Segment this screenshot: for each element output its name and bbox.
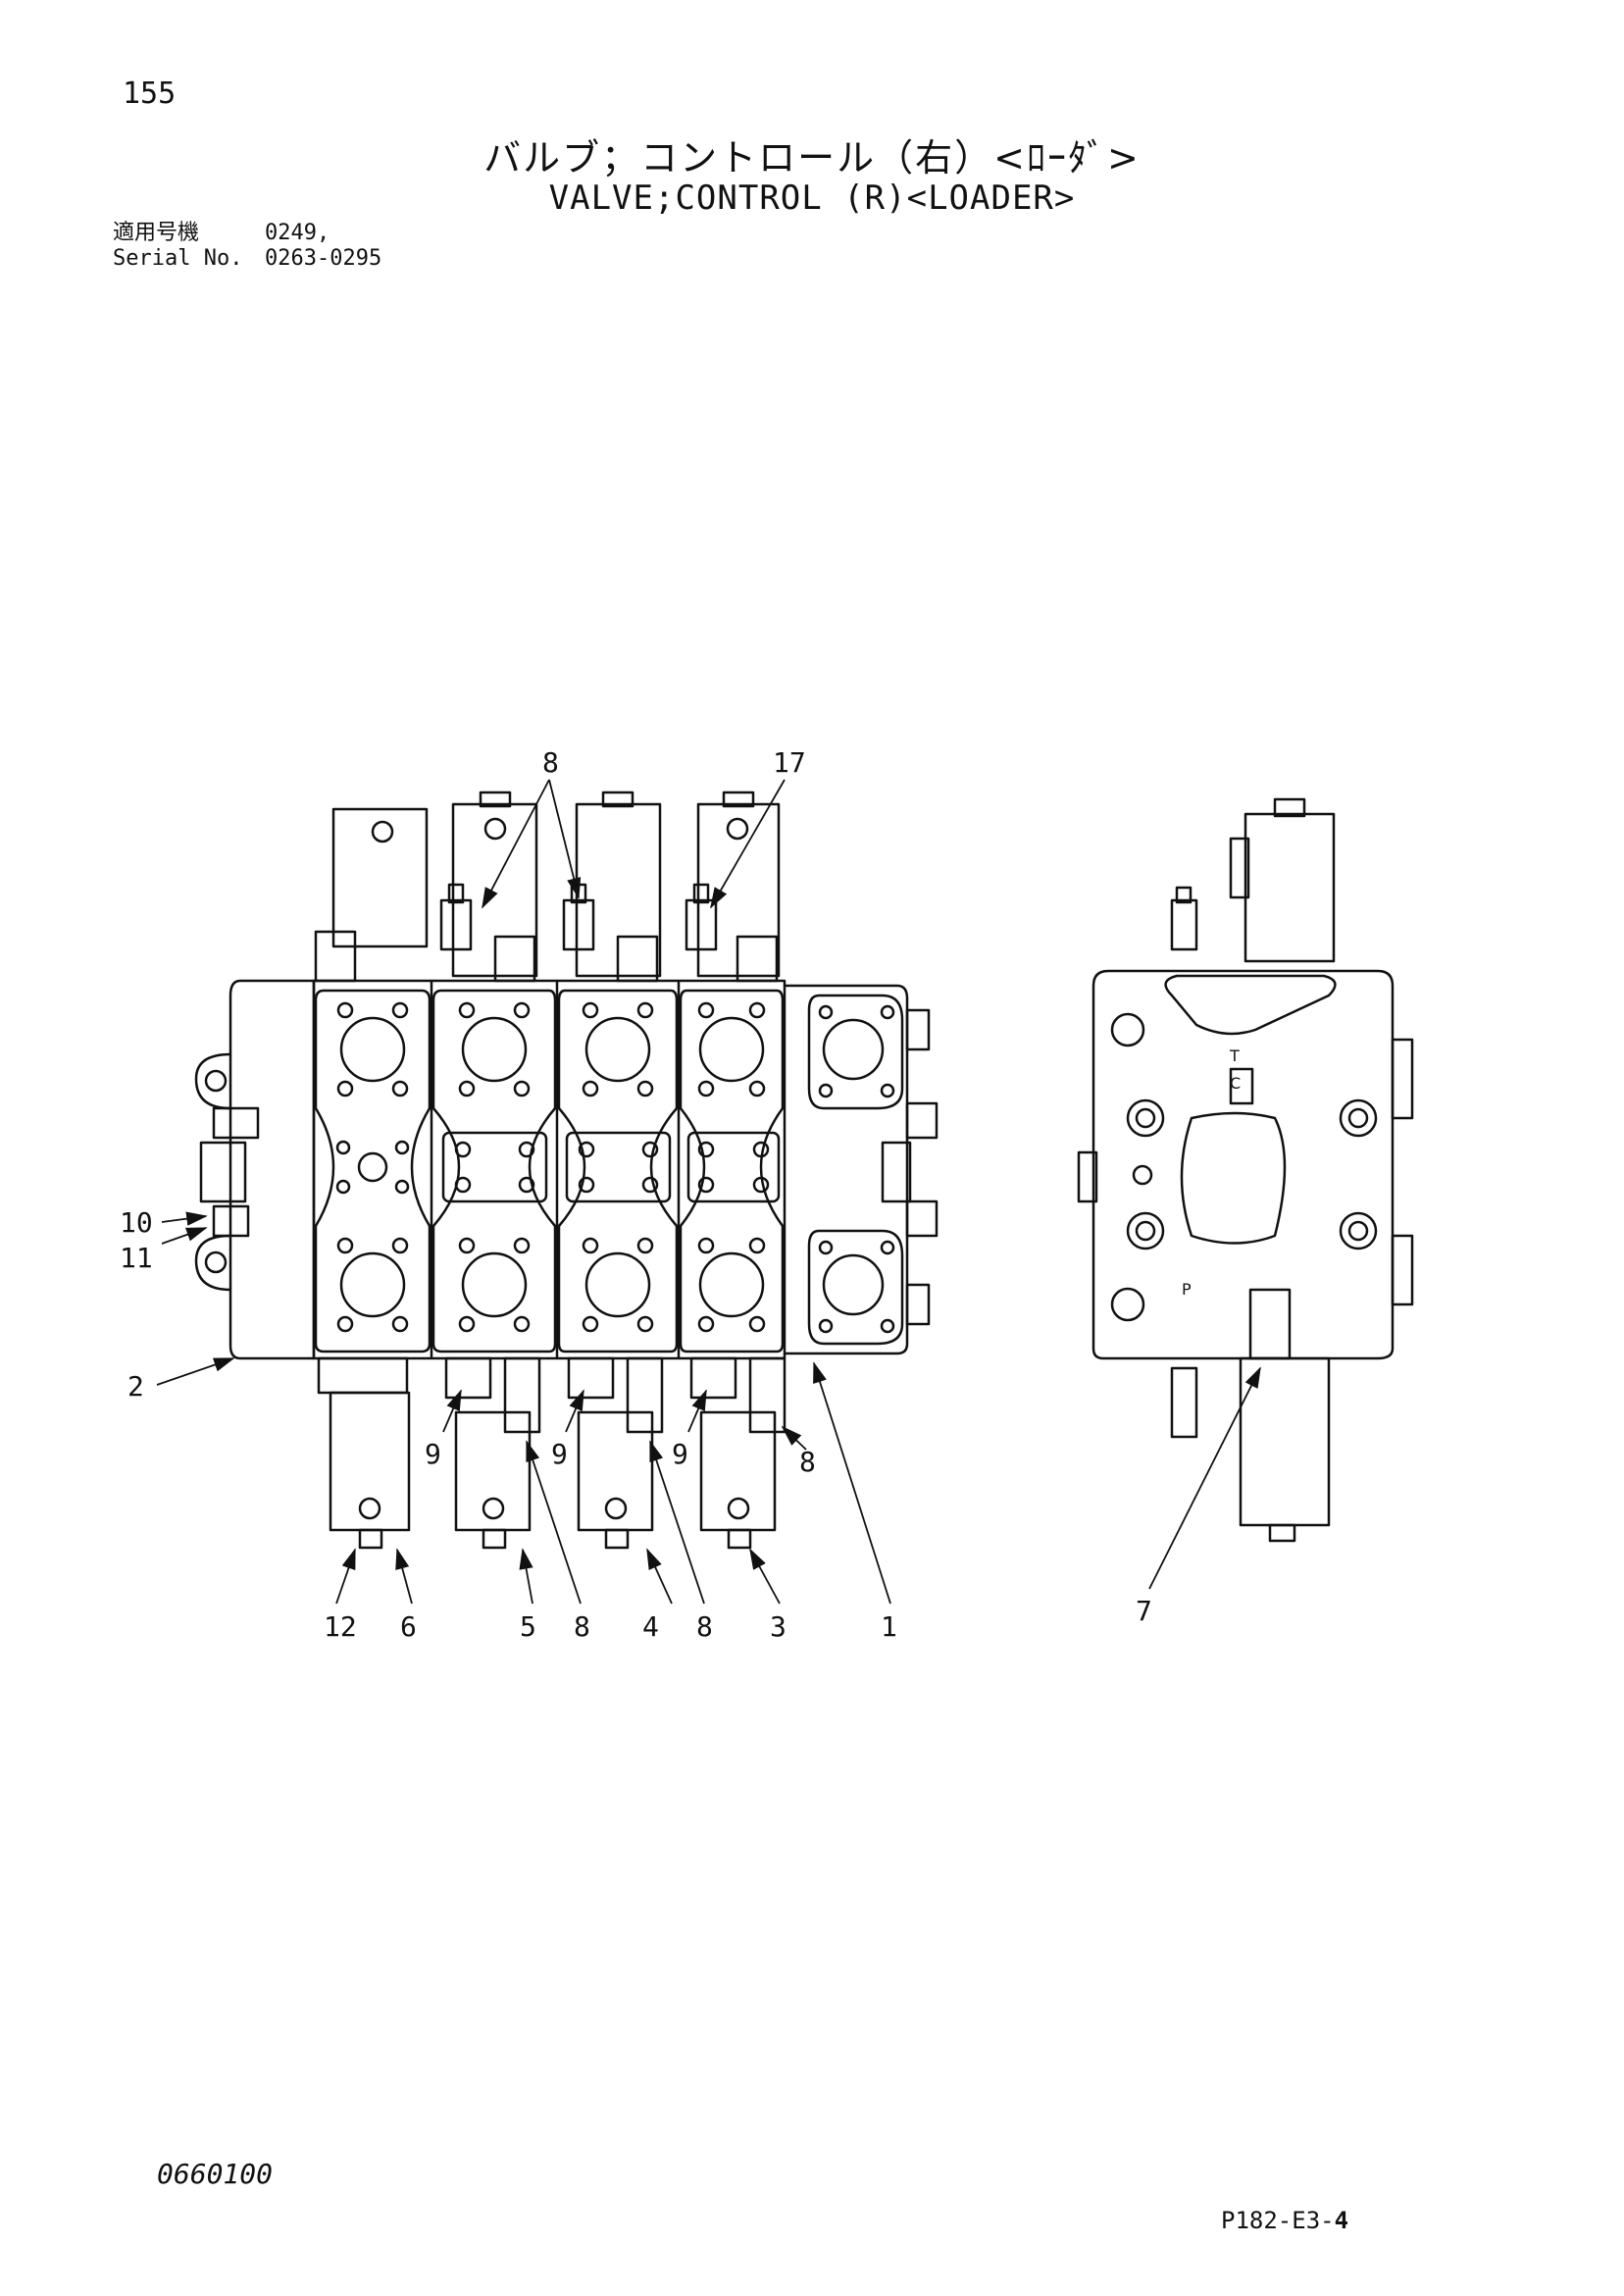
callout-6: 6 [400, 1610, 417, 1643]
callout-1: 1 [881, 1610, 897, 1643]
document-code: 0660100 [157, 2158, 274, 2190]
callout-10: 10 [120, 1206, 153, 1239]
page-reference-bold: 4 [1334, 2207, 1349, 2234]
callout-9-mid: 9 [551, 1438, 568, 1470]
side-label-p: P [1182, 1280, 1192, 1299]
callout-11: 11 [120, 1242, 153, 1274]
callout-5: 5 [520, 1610, 536, 1643]
page-reference: P182-E3-4 [1221, 2207, 1348, 2234]
leader-lines [156, 779, 1261, 1605]
callout-8-top: 8 [542, 746, 559, 779]
callout-7: 7 [1136, 1595, 1152, 1627]
serial-block: 適用号機 0249, Serial No. 0263-0295 [113, 221, 381, 272]
serial-value-1: 0249, [265, 221, 330, 245]
serial-value-2: 0263-0295 [265, 246, 382, 271]
callout-8-bottom-b: 8 [696, 1610, 713, 1643]
serial-label-en: Serial No. [113, 246, 243, 271]
callout-9-left: 9 [425, 1438, 441, 1470]
title-japanese: バルブ；コントロール（右）<ﾛｰﾀﾞ> [483, 136, 1141, 179]
callout-9-right: 9 [672, 1438, 688, 1470]
callout-12: 12 [324, 1610, 357, 1643]
callout-8-right: 8 [799, 1446, 816, 1478]
page-number: 155 [123, 77, 177, 111]
callout-17: 17 [773, 746, 806, 779]
side-label-t: T [1229, 1046, 1240, 1065]
callout-4: 4 [642, 1610, 659, 1643]
title-english: VALVE;CONTROL (R)<LOADER> [548, 179, 1076, 218]
serial-label-jp: 適用号機 [113, 221, 200, 245]
serial-row-en: Serial No. 0263-0295 [113, 246, 381, 272]
front-view [194, 791, 939, 1550]
side-label-c: C [1230, 1074, 1241, 1093]
callout-2: 2 [127, 1370, 144, 1403]
page-reference-main: P182-E3- [1221, 2207, 1335, 2234]
callout-3: 3 [770, 1610, 787, 1643]
serial-row-jp: 適用号機 0249, [113, 221, 381, 246]
side-view [1077, 797, 1414, 1543]
callout-8-bottom-a: 8 [574, 1610, 590, 1643]
